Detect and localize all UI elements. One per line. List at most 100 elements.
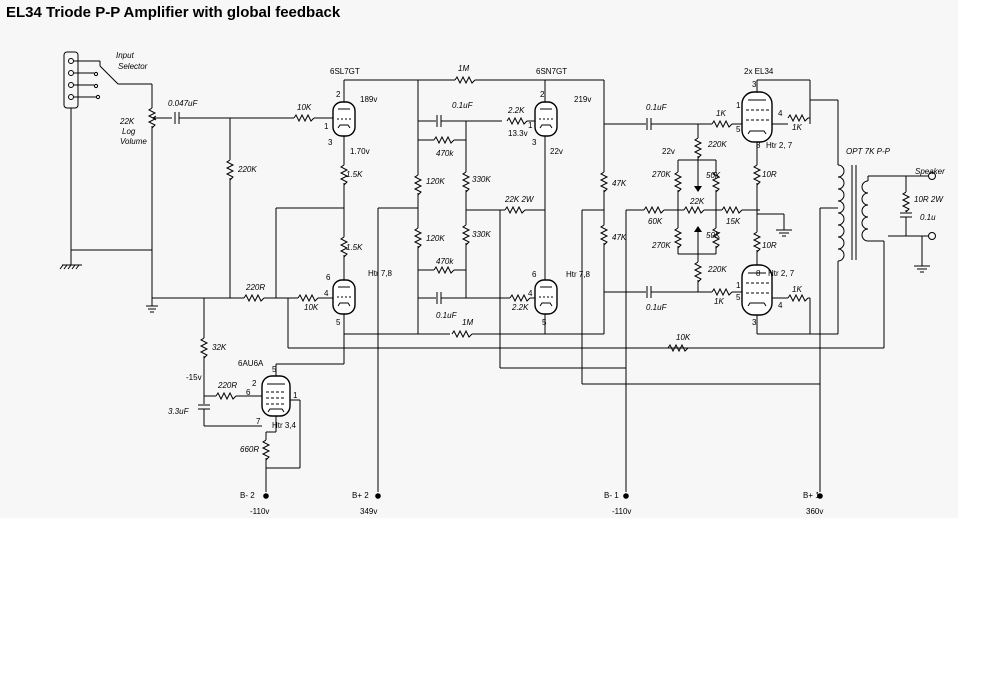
r1-5k-b-label: 1.5K [346,243,363,252]
el34-type-label: 2x EL34 [744,67,774,76]
selector-label-2: Selector [118,62,148,71]
r10k-g-label: 10K [304,303,319,312]
supply-b-minus-1-voltage: -110v [612,507,631,516]
r1m-top-label: 1M [458,64,469,73]
v3-pin-g3: 1 [293,391,298,400]
supply-b-plus-2-voltage: 349v [360,507,377,516]
r10r-b-label: 10R [762,241,777,250]
el34b-pin-plate: 3 [752,318,757,327]
supply-b-minus-1-label: B- 1 [604,491,619,500]
v1b-pin-cathode: 5 [336,318,341,327]
v2-heater-label: Htr 7,8 [566,270,591,279]
r32k-label: 32K [212,343,227,352]
supply-b-plus-1-voltage: 360v [806,507,823,516]
selector-label-1: Input [116,51,135,60]
r47k-b-label: 47K [612,233,627,242]
v3-bias-voltage: -15v [186,373,202,382]
v1-heater-label: Htr 7,8 [368,269,393,278]
v2-grid-voltage: 13.3v [508,129,528,138]
c3-3-label: 3.3uF [168,407,190,416]
r1k-d-label: 1K [792,285,802,294]
supply-b-plus-1-label: B+ 1 [803,491,820,500]
el34a-heater-label: Htr 2, 7 [766,141,793,150]
output-transformer: OPT 7K P-P [809,80,891,492]
volume-label-3: Volume [120,137,147,146]
c01-d-label: 0.1uF [646,303,668,312]
bias-voltage: 22v [662,147,675,156]
v2-pin-cathode: 3 [532,138,537,147]
tube-6sn7-top: 6SN7GT 2 1 3 219v 22v [528,67,591,156]
resistor-220r-b: 220R [204,381,262,400]
resistor-10k-in: 10K [230,103,333,122]
v3-type-label: 6AU6A [238,359,264,368]
r2-2k-a-label: 2.2K [507,106,525,115]
tube-6sn7-bottom: 6 4 5 Htr 7,8 [528,270,591,327]
tube-6sl7-top: 6SL7GT 2 1 3 189v 1.70v [324,67,377,156]
v3-pin-cathode: 7 [256,417,261,426]
r220k-b-label: 220K [707,265,727,274]
r220k-label: 220K [237,165,257,174]
r10r-spk-label: 10R 2W [914,195,944,204]
r330k-b-label: 330K [472,230,491,239]
v3-pin-plate: 5 [272,365,277,374]
input-coupling-cap: 0.047uF [168,99,294,124]
el34b-heater-label: Htr 2, 7 [768,269,795,278]
r470k-b-label: 470k [436,257,454,266]
v2-pin-grid: 1 [528,121,533,130]
supply-b-plus-1: B+ 1 360v [803,491,823,516]
el34b-pin-g1: 1 [736,281,741,290]
el34a-pin-g2: 4 [778,109,783,118]
el34b-pin-cathode: 8 [756,269,761,278]
r10k-fb-label: 10K [676,333,691,342]
v1b-pin-plate: 6 [326,273,331,282]
r330k-a-label: 330K [472,175,491,184]
el34b-pin-g3: 5 [736,293,741,302]
input-cap-label: 0.047uF [168,99,198,108]
resistor-220k-grid: 220K [226,118,257,298]
r220r-b-label: 220R [217,381,237,390]
tube-el34-top: 2x EL34 3 1 5 8 4 Htr 2, 7 [736,67,793,150]
r120k-b-label: 120K [426,234,445,243]
supply-b-minus-2-voltage: -110v [250,507,269,516]
signal-ground [146,298,158,313]
v1-type-label: 6SL7GT [330,67,360,76]
r60k-label: 60K [648,217,663,226]
r22k-bal-label: 22K [689,197,705,206]
v1-pin-cathode: 3 [328,138,333,147]
r270k-a-label: 270K [651,170,671,179]
r47k-a-label: 47K [612,179,627,188]
c01-a-label: 0.1uF [452,101,474,110]
v1b-pin-grid: 4 [324,289,329,298]
c-spk-label: 0.1u [920,213,936,222]
speaker-label: Speaker [915,167,945,176]
r220r-label: 220R [245,283,265,292]
volume-label-1: 22K [119,117,135,126]
tube-el34-bottom: 8 1 5 3 4 Htr 2, 7 [736,264,795,327]
v2-type-label: 6SN7GT [536,67,567,76]
v2-cathode-voltage: 22v [550,147,563,156]
v3-pin-g1: 2 [252,379,257,388]
v3-pin-g2: 6 [246,388,251,397]
supply-b-minus-2-label: B- 2 [240,491,255,500]
tube-6au6a: 6AU6A 5 2 6 1 7 Htr 3,4 [238,359,298,430]
el34b-pin-g2: 4 [778,301,783,310]
r1m-bot-label: 1M [462,318,473,327]
r1k-c-label: 1K [714,297,724,306]
el34a-pin-g1: 1 [736,101,741,110]
supply-b-plus-2-label: B+ 2 [352,491,369,500]
c01-b-label: 0.1uF [436,311,458,320]
v2-plate-voltage: 219v [574,95,591,104]
supply-b-minus-2: B- 2 -110v [240,491,269,516]
v2-pin-plate: 2 [540,90,545,99]
r120k-a-label: 120K [426,177,445,186]
el34a-pin-plate: 3 [752,80,757,89]
tube-6sl7-bottom: 6 4 5 Htr 7,8 [324,269,393,327]
v1-cathode-voltage: 1.70v [350,147,370,156]
r10r-a-label: 10R [762,170,777,179]
v2b-pin-plate: 6 [532,270,537,279]
supply-b-minus-1: B- 1 -110v [604,491,631,516]
v1-pin-grid: 1 [324,122,329,131]
chassis-ground-left [59,249,152,270]
input-jack-block [63,51,79,265]
